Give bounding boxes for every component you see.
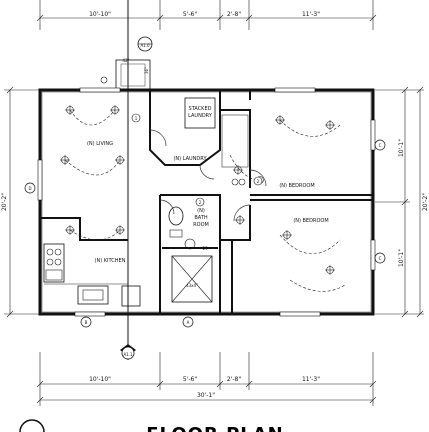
left-dimension: 20'-2" [1, 86, 40, 318]
grid-b-label: B [85, 320, 88, 325]
interior-walls [40, 90, 373, 314]
exterior-walls [38, 88, 375, 316]
drawing-title: FLOOR PLAN [146, 424, 284, 432]
title-callout-bubble [19, 419, 45, 432]
right-overall-dim: 20'-2" [422, 193, 429, 211]
stoop-width: 42" [123, 58, 130, 63]
left-overall-dim: 20'-2" [1, 193, 8, 211]
kitchen-fixtures [43, 243, 141, 307]
room-bath-1: (N) [197, 208, 205, 214]
section-callout-top-label: A1.0 [140, 43, 150, 48]
light-fixtures [60, 105, 335, 275]
stacked-label-1: STACKED [189, 106, 212, 112]
title-block: FLOOR PLAN [19, 419, 284, 432]
bottom-dim-3: 2'-8" [227, 376, 241, 383]
room-bedroom-1: (N) BEDROOM [279, 183, 314, 189]
top-dim-1: 10'-10" [89, 11, 111, 18]
right-upper-dim: 10'-1" [398, 139, 405, 157]
shower [171, 255, 213, 303]
refrigerator [121, 285, 141, 307]
range [43, 243, 65, 283]
door-swings [149, 129, 267, 222]
bottom-dim-1: 10'-10" [89, 376, 111, 383]
room-labels: (N) LIVING (N) LAUNDRY (N) BEDROOM (N) B… [87, 141, 329, 264]
bath-lavatory [184, 238, 196, 250]
section-callout-bottom-label: A1.1 [123, 352, 133, 357]
windows [37, 87, 376, 317]
stacked-label-2: LAUNDRY [188, 113, 213, 119]
grid-2b-label: 2 [199, 200, 202, 205]
grid-c-label: C [379, 143, 382, 148]
exterior-light-icon [100, 76, 108, 84]
top-dim-2: 5'-6" [183, 11, 197, 18]
svg-text:1: 1 [135, 116, 138, 121]
grid-a-label: A [187, 320, 190, 325]
top-dim-4: 11'-3" [302, 11, 320, 18]
top-dimension-string: 10'-10" 5'-6" 2'-8" 11'-3" [36, 0, 377, 30]
keynote-1-marker [131, 113, 141, 123]
top-dim-3: 2'-8" [227, 11, 241, 18]
detail-27: 27 [202, 246, 208, 251]
bottom-dimension-string: 10'-10" 5'-6" 2'-8" 11'-3" 30'-1" [36, 352, 377, 406]
stacked-laundry: STACKED LAUNDRY [184, 97, 249, 168]
grid-d-label: D [28, 186, 31, 191]
room-bath-3: ROOM [193, 222, 209, 228]
room-living: (N) LIVING [87, 141, 113, 147]
right-lower-dim: 10'-1" [398, 249, 405, 267]
stoop-depth: 36" [144, 67, 149, 74]
room-bedroom-2: (N) BEDROOM [293, 218, 328, 224]
bottom-dim-4: 11'-3" [302, 376, 320, 383]
grid-2-label: 2 [257, 179, 260, 184]
toilet [168, 206, 184, 226]
shower-size: 43x4" [186, 283, 198, 288]
bottom-dim-2: 5'-6" [183, 376, 197, 383]
kitchen-sink [77, 285, 109, 305]
overall-width-dim: 30'-1" [197, 392, 215, 399]
section-callout-bottom [121, 346, 135, 360]
room-kitchen: (N) KITCHEN [95, 258, 126, 264]
grid-callouts: D C C B A 2 2 [24, 139, 386, 328]
bath-fixtures: 43x4" 27 [168, 206, 213, 303]
room-bath-2: BATH [194, 215, 208, 221]
room-laundry: (N) LAUNDRY [173, 156, 207, 162]
right-dimension: 10'-1" 10'-1" 20'-2" [375, 86, 429, 318]
grid-c2-label: C [379, 256, 382, 261]
electrical-layout [64, 109, 346, 292]
